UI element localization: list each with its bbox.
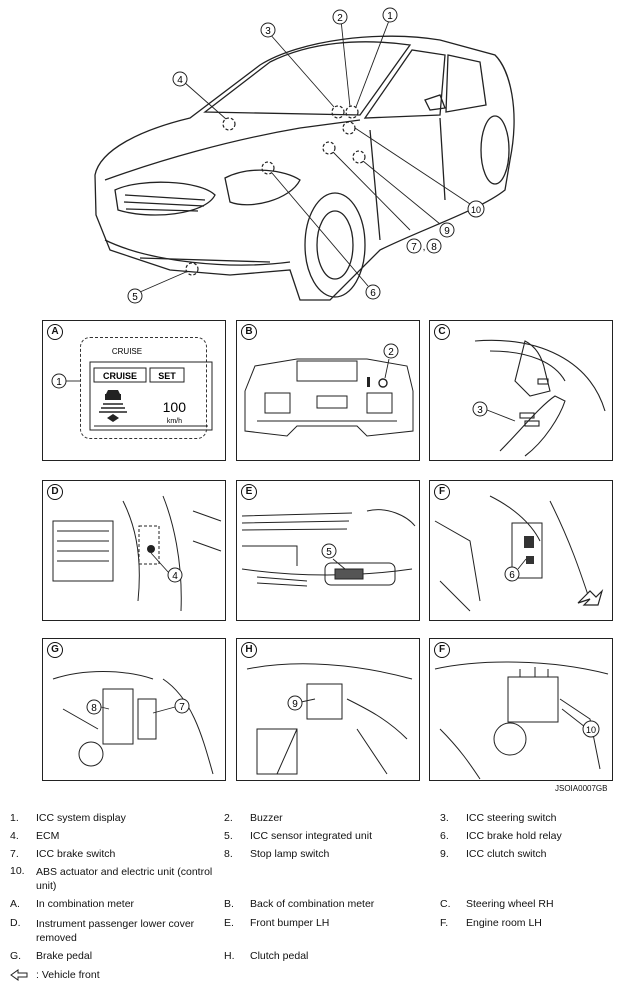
brake-pedal-graphic: 8 7 [52,671,214,775]
ecm-area-graphic: 4 [52,495,222,612]
steering-wheel-graphic: 3 [472,339,606,457]
callout-10: 10 [467,200,485,218]
panel-a: A [42,320,226,461]
panel-e: E 5 [236,480,420,621]
svg-text:1: 1 [56,377,62,388]
svg-text:1: 1 [387,11,393,22]
svg-text:9: 9 [292,699,298,710]
svg-text:,: , [423,242,426,253]
icc-title: CRUISE [112,347,142,356]
callout-1: 1 [382,7,398,23]
front-bumper-graphic: 5 [241,509,416,587]
component-location-figure: 4 3 2 1 10 9 7 8 , 6 5 A CRUISE CRUISE S… [42,7,613,793]
callout-5: 5 [127,288,143,304]
arrow-left-icon [10,969,28,981]
callout-6: 6 [365,284,381,300]
svg-text:2: 2 [337,13,343,24]
svg-text:7: 7 [179,702,185,713]
svg-text:5: 5 [132,292,138,303]
svg-text:10: 10 [471,205,481,215]
svg-text:6: 6 [370,288,376,299]
svg-text:5: 5 [326,547,332,558]
icc-cruise-label: CRUISE [103,371,137,381]
svg-text:8: 8 [91,703,97,714]
svg-text:4: 4 [177,75,183,86]
car-illustration: 4 3 2 1 10 9 7 8 , 6 5 [94,7,515,304]
panel-label: C [434,324,450,340]
clutch-pedal-graphic: 9 [246,663,413,775]
panel-label: G [47,642,63,658]
panel-label: H [241,642,257,658]
panel-label: F [434,484,450,500]
callout-7: 7 [406,238,422,254]
combination-meter-back: 2 [244,343,414,437]
legend: 1.ICC system display 2.Buzzer 3.ICC stee… [10,812,562,981]
svg-text:3: 3 [265,26,271,37]
abs-actuator-graphic: 10 [434,661,609,780]
icc-display-graphic: CRUISE CRUISE SET 100 km/h 1 [51,347,213,431]
panel-label: B [241,324,257,340]
icc-set-label: SET [158,371,176,381]
panel-label: F [434,642,450,658]
panel-d: D 4 [42,480,226,621]
svg-text:9: 9 [444,226,450,237]
svg-text:2: 2 [388,347,394,358]
panel-h: H 9 [236,638,420,781]
vehicle-front-arrow-icon [577,588,604,606]
panel-f-bottom: F 10 [429,638,613,781]
panel-label: E [241,484,257,500]
icc-unit: km/h [167,418,182,425]
panel-b: B 2 [236,320,420,461]
callout-8: 8 [426,238,442,254]
icc-display-outline [80,337,207,439]
panel-g: G 8 7 [42,638,226,781]
panel-c: C 3 [429,320,613,461]
svg-text:7: 7 [411,242,417,253]
svg-text:10: 10 [586,725,596,735]
svg-text:4: 4 [172,571,178,582]
svg-text:3: 3 [477,405,483,416]
panel-label: A [47,324,63,340]
icc-speed: 100 [163,399,187,415]
brake-hold-relay-graphic: 6 [434,495,604,612]
svg-text:6: 6 [509,570,515,581]
panel-label: D [47,484,63,500]
callout-4: 4 [172,71,188,87]
panel-f-top: F 6 [429,480,613,621]
callout-9: 9 [439,222,455,238]
figure-code: JSOIA0007GB [555,784,608,793]
callout-3: 3 [260,22,276,38]
callout-2: 2 [332,9,348,25]
svg-text:8: 8 [431,242,437,253]
